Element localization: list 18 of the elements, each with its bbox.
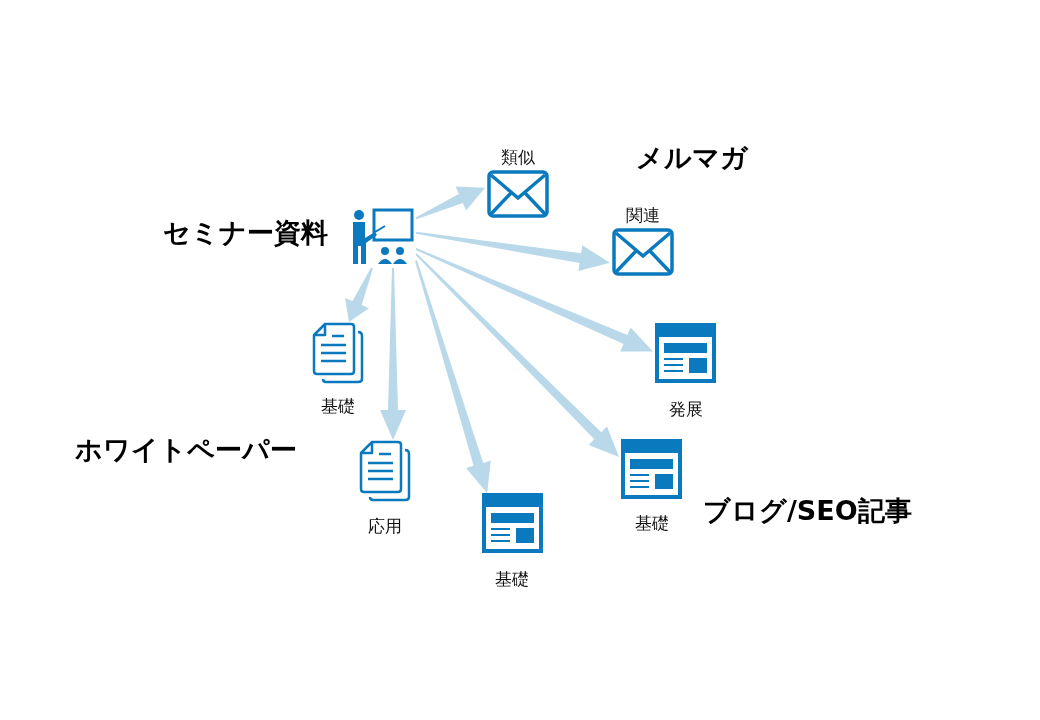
arrow	[415, 253, 619, 457]
group-heading: ブログ/SEO記事	[703, 494, 912, 528]
icon-caption: 関連	[626, 204, 660, 226]
arrow	[415, 260, 491, 493]
icon-caption: 基礎	[321, 395, 355, 417]
icon-caption: 発展	[668, 398, 703, 420]
arrow	[415, 231, 610, 271]
icon-caption: 応用	[368, 515, 402, 537]
icon-caption: 基礎	[634, 512, 669, 534]
arrow	[380, 268, 406, 440]
icon-caption: 類似	[501, 146, 535, 168]
arrow	[415, 248, 653, 352]
arrow	[345, 267, 373, 322]
group-heading: セミナー資料	[163, 216, 328, 250]
group-heading: ホワイトペーパー	[75, 433, 297, 467]
group-heading: メルマガ	[636, 141, 748, 175]
arrow	[415, 186, 485, 220]
icon-caption: 基礎	[495, 568, 529, 590]
